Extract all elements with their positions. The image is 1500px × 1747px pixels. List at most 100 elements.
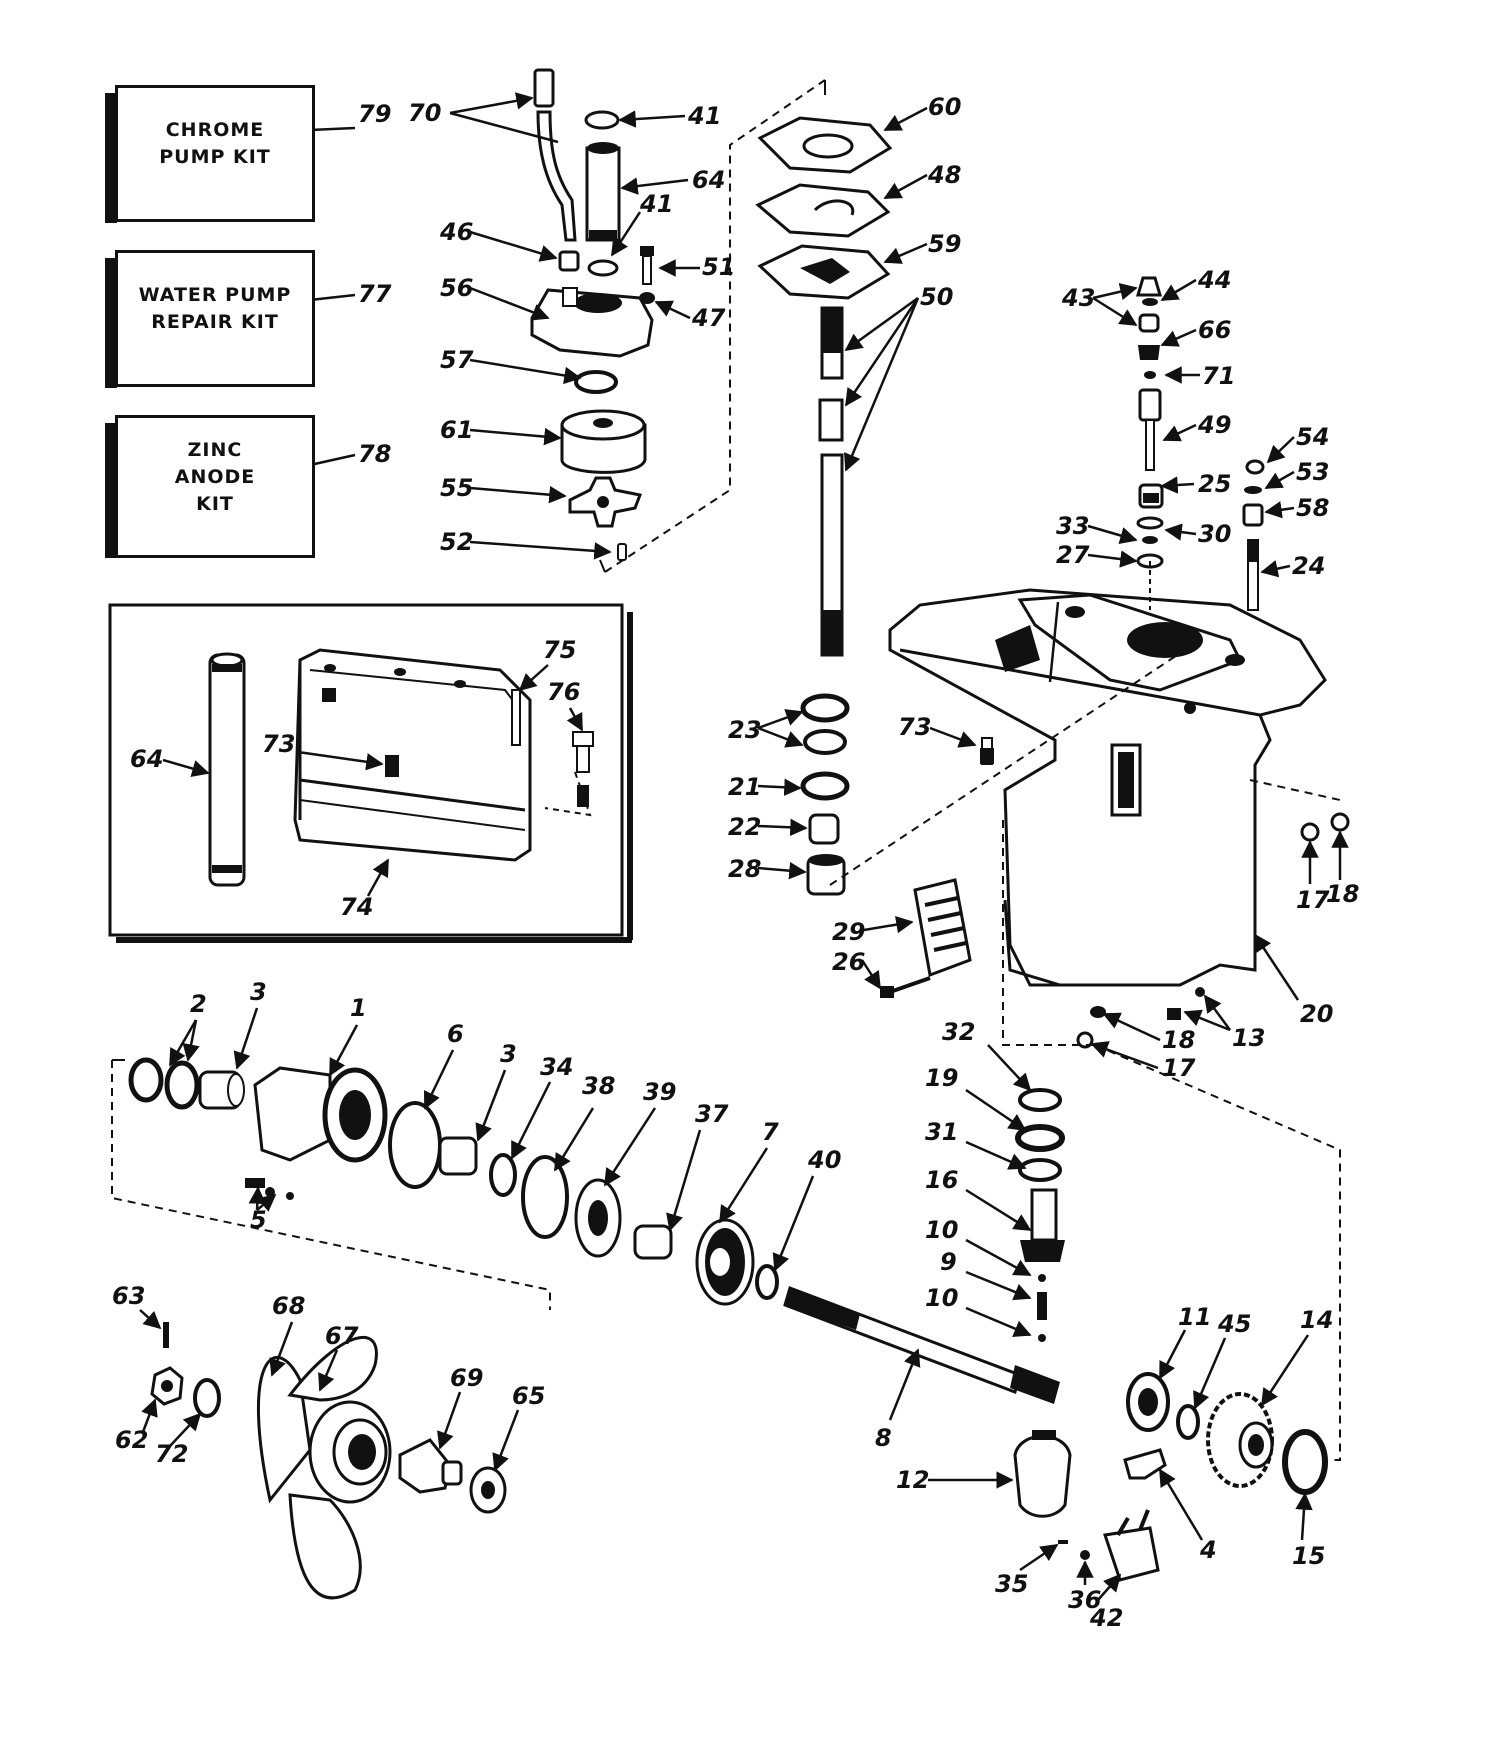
callout-21: 21 bbox=[728, 773, 761, 801]
cotter-pin-63 bbox=[163, 1322, 169, 1348]
housing-small-parts bbox=[1076, 812, 1350, 1049]
callout-23: 23 bbox=[728, 716, 761, 744]
callout-75: 75 bbox=[543, 636, 576, 664]
callout-44: 44 bbox=[1197, 266, 1231, 294]
callout-73-inset: 73 bbox=[262, 730, 295, 758]
impeller bbox=[568, 476, 643, 528]
callout-1: 1 bbox=[350, 994, 367, 1022]
seal-2b bbox=[164, 1060, 200, 1110]
callout-17-right: 17 bbox=[1296, 886, 1330, 914]
callout-58: 58 bbox=[1296, 494, 1329, 522]
callout-26: 26 bbox=[832, 948, 865, 976]
callout-31: 31 bbox=[925, 1118, 958, 1146]
callout-4: 4 bbox=[1199, 1536, 1217, 1564]
washer-34 bbox=[489, 1153, 517, 1197]
callout-48: 48 bbox=[927, 161, 961, 189]
callout-49: 49 bbox=[1197, 411, 1231, 439]
callout-28: 28 bbox=[728, 855, 761, 883]
bearing-22 bbox=[808, 813, 840, 845]
propeller-shaft-8 bbox=[783, 1286, 1060, 1404]
callout-43: 43 bbox=[1061, 284, 1095, 312]
callout-leaders bbox=[139, 92, 1349, 1601]
kit-label-chrome-pump: CHROME PUMP KIT bbox=[115, 85, 315, 203]
callout-56: 56 bbox=[440, 274, 473, 302]
callout-41-lower: 41 bbox=[639, 190, 673, 218]
callout-79: 79 bbox=[358, 100, 391, 128]
pump-seal bbox=[574, 370, 618, 394]
callout-10a: 10 bbox=[925, 1216, 958, 1244]
grommet-top bbox=[584, 110, 620, 130]
bearing-3b bbox=[438, 1136, 478, 1176]
water-tube bbox=[533, 68, 577, 242]
callout-54: 54 bbox=[1296, 423, 1329, 451]
inset-spacer-housing bbox=[293, 648, 532, 862]
callout-18-lower: 18 bbox=[1162, 1026, 1195, 1054]
callout-76: 76 bbox=[547, 678, 580, 706]
washer-45 bbox=[1176, 1404, 1200, 1440]
detent-42 bbox=[1103, 1509, 1160, 1582]
screw-26 bbox=[880, 976, 931, 998]
oring-6 bbox=[388, 1101, 442, 1189]
shift-parts-top bbox=[1135, 276, 1164, 610]
callout-71: 71 bbox=[1202, 362, 1235, 390]
callout-36: 36 bbox=[1068, 1586, 1101, 1614]
callout-50: 50 bbox=[920, 283, 953, 311]
callout-25: 25 bbox=[1198, 470, 1231, 498]
callout-70: 70 bbox=[408, 99, 441, 127]
callout-57: 57 bbox=[440, 346, 474, 374]
callout-15: 15 bbox=[1292, 1542, 1325, 1570]
callout-19: 19 bbox=[925, 1064, 958, 1092]
callout-18-right: 18 bbox=[1326, 880, 1359, 908]
seal-2a bbox=[128, 1057, 164, 1103]
callout-40: 40 bbox=[807, 1146, 841, 1174]
callout-10b: 10 bbox=[925, 1284, 958, 1312]
reverse-gear-14 bbox=[1206, 1392, 1274, 1488]
callout-2: 2 bbox=[190, 990, 207, 1018]
thrust-hub-69 bbox=[398, 1438, 463, 1494]
callout-41-top: 41 bbox=[687, 102, 721, 130]
inset-bolt bbox=[572, 731, 594, 807]
zinc-anode-kit-box: ZINC ANODE KIT bbox=[105, 415, 315, 565]
callout-68: 68 bbox=[272, 1292, 305, 1320]
callout-6: 6 bbox=[447, 1020, 464, 1048]
callout-37: 37 bbox=[695, 1100, 729, 1128]
callout-60: 60 bbox=[928, 93, 961, 121]
callout-22: 22 bbox=[728, 813, 761, 841]
callout-51: 51 bbox=[702, 253, 735, 281]
inset-stud bbox=[511, 689, 521, 746]
callout-65: 65 bbox=[512, 1382, 545, 1410]
shift-lever-4 bbox=[1123, 1448, 1167, 1480]
pin-35-36 bbox=[1058, 1540, 1090, 1560]
callout-7: 7 bbox=[762, 1118, 779, 1146]
forward-gear-7 bbox=[695, 1218, 755, 1306]
nut-62 bbox=[150, 1366, 184, 1406]
inset-screw bbox=[385, 755, 399, 777]
callout-5: 5 bbox=[250, 1206, 267, 1234]
cradle-12 bbox=[1013, 1430, 1072, 1518]
callout-42: 42 bbox=[1089, 1604, 1123, 1632]
callout-64: 64 bbox=[692, 166, 725, 194]
callout-17-lower: 17 bbox=[1162, 1054, 1196, 1082]
cover-plate-29 bbox=[913, 878, 972, 978]
callout-74: 74 bbox=[340, 893, 373, 921]
inset-leaders bbox=[162, 664, 584, 897]
callout-52: 52 bbox=[440, 528, 473, 556]
callout-69: 69 bbox=[450, 1364, 483, 1392]
callout-12: 12 bbox=[896, 1466, 929, 1494]
impeller-key bbox=[617, 543, 627, 561]
callout-32: 32 bbox=[942, 1018, 975, 1046]
callout-72: 72 bbox=[155, 1440, 188, 1468]
gear-housing bbox=[888, 588, 1327, 987]
shift-pin-5 bbox=[245, 1178, 294, 1200]
bearing-3 bbox=[198, 1070, 245, 1110]
pump-grommet-small bbox=[558, 250, 580, 272]
impeller-housing-cup bbox=[560, 409, 647, 474]
callout-34: 34 bbox=[540, 1053, 573, 1081]
screw-73 bbox=[980, 737, 994, 765]
callout-77: 77 bbox=[358, 280, 392, 308]
water-pump-repair-kit-box: WATER PUMP REPAIR KIT bbox=[105, 250, 315, 395]
callout-27: 27 bbox=[1056, 541, 1090, 569]
washer-40 bbox=[755, 1264, 779, 1300]
callout-14: 14 bbox=[1300, 1306, 1333, 1334]
bearing-21 bbox=[800, 771, 850, 801]
